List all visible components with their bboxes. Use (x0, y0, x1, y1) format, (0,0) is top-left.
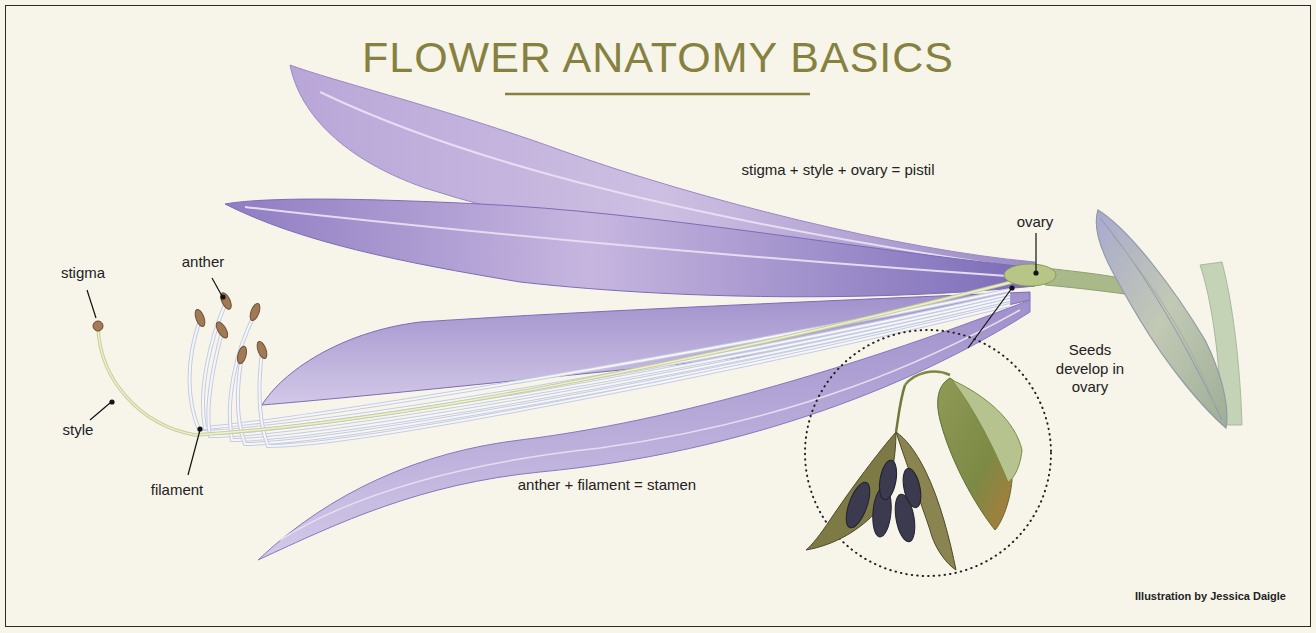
part-label: ovary (1017, 213, 1054, 232)
leader-lines (90, 403, 110, 420)
stamens (214, 320, 230, 340)
seed-inset (952, 380, 1022, 482)
seed-inset (900, 467, 924, 509)
seed-inset (877, 459, 900, 501)
formula-note: anther + filament = stamen (518, 476, 696, 495)
leader-lines (198, 427, 202, 431)
stamens (203, 290, 1010, 428)
stamens (203, 290, 1010, 428)
part-label: anther (182, 253, 225, 272)
leader-lines (968, 288, 1012, 348)
pistil (98, 282, 1012, 435)
part-label: stigma (61, 264, 105, 283)
stamens (236, 345, 248, 364)
title-rule (505, 93, 810, 96)
stamens (193, 291, 269, 365)
seed-inset (841, 479, 874, 530)
leader-lines (1035, 233, 1036, 271)
leader-lines (87, 290, 96, 318)
leader-lines (1034, 271, 1038, 275)
stem-and-bud (1100, 218, 1222, 420)
frame-border (6, 6, 1311, 627)
stamens (255, 340, 269, 360)
diagram-title: FLOWER ANATOMY BASICS (362, 31, 954, 85)
stamens (193, 308, 207, 328)
stamens (260, 305, 1010, 446)
pistil (93, 264, 1056, 435)
leader-lines (87, 233, 1038, 475)
leader-lines (221, 295, 225, 299)
stem-and-bud (1096, 210, 1227, 428)
leader-lines (110, 400, 114, 404)
seed-inset (896, 385, 905, 432)
flower-petals (225, 199, 1035, 297)
pistil (98, 282, 1012, 435)
leader-lines (188, 430, 200, 475)
inset-note: Seeds develop in ovary (1054, 341, 1126, 397)
stamens (208, 297, 1010, 436)
stamens (260, 305, 1010, 446)
leader-lines (1010, 286, 1014, 290)
flower-petals (245, 207, 1020, 277)
stamens (248, 302, 262, 322)
pistil (1004, 264, 1056, 286)
stamens (208, 297, 1010, 436)
leader-lines (212, 278, 222, 296)
credit-note: Illustration by Jessica Daigle (1135, 590, 1286, 604)
stem-and-bud (1045, 210, 1242, 428)
part-label: style (63, 421, 94, 440)
stem-and-bud (1112, 235, 1215, 405)
seed-inset (805, 330, 1051, 576)
pistil (93, 321, 103, 331)
seed-inset (805, 330, 1051, 576)
flower-petals (225, 65, 1035, 560)
seed-inset (841, 459, 924, 543)
formula-note: stigma + style + ovary = pistil (742, 161, 935, 180)
part-label: filament (151, 481, 204, 500)
